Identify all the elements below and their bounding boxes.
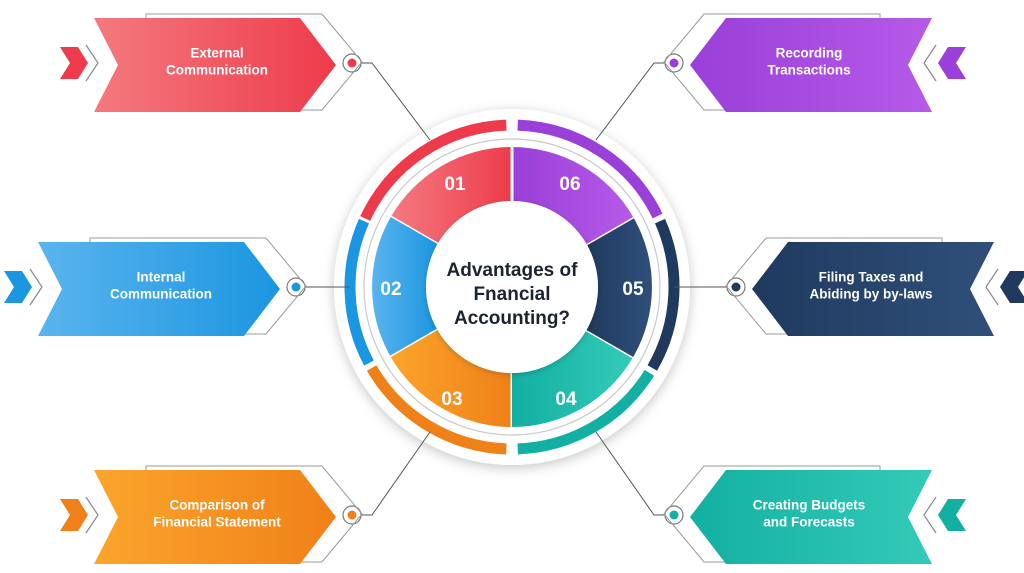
- chevron-icon: [938, 47, 966, 79]
- segment-04: [512, 330, 634, 427]
- card-shape: [752, 242, 994, 336]
- center-title: Advantages of Fnancial Accounting?: [447, 260, 579, 329]
- chevron-icon: [60, 499, 88, 531]
- connector-line: [595, 62, 674, 141]
- cards: ExternalCommunicationInternalCommunicati…: [4, 13, 1024, 564]
- card-label-line: Filing Taxes and: [819, 270, 924, 285]
- card-label-line: Transactions: [767, 63, 850, 78]
- card-04: Creating Budgets and Forecasts: [663, 465, 966, 564]
- chevron-icon: [1000, 271, 1024, 303]
- segment-06: [512, 147, 634, 244]
- center-circle: [426, 201, 598, 373]
- connector-dot-center: [347, 510, 357, 520]
- segment-02: [372, 217, 438, 357]
- chevron-outline-icon: [85, 44, 99, 82]
- chevron-outline-icon: [923, 496, 937, 534]
- connector-lines: [286, 53, 746, 525]
- segment-03: [390, 330, 512, 427]
- outer-arc-01: [360, 119, 507, 221]
- outer-arc-02: [344, 218, 374, 366]
- card-shape: [690, 18, 932, 112]
- card-label-line: External: [190, 46, 243, 61]
- connector-dot-center: [669, 58, 679, 68]
- card-shape: [690, 470, 932, 564]
- segment-ring: 01 02 03 04 05 06: [372, 142, 652, 432]
- thin-ring: [363, 138, 661, 436]
- segment-number-03: 03: [441, 389, 462, 410]
- connector-dot-center: [347, 58, 357, 68]
- connector-dot-center: [291, 282, 301, 292]
- connector-dot-center: [669, 510, 679, 520]
- card-label-line: Creating Budgets: [753, 498, 866, 513]
- segment-05: [586, 217, 652, 357]
- connector-line: [352, 431, 431, 516]
- card-label-line: and Forecasts: [763, 515, 855, 530]
- outer-arc-03: [366, 365, 507, 455]
- card-label-line: Recording: [776, 46, 843, 61]
- card-label-line: Communication: [166, 63, 268, 78]
- card-label-line: Comparison of: [169, 498, 265, 513]
- title-line-2: Fnancial: [473, 284, 550, 305]
- card-shape: [94, 470, 336, 564]
- connector-line: [595, 431, 674, 516]
- card-label-line: Abiding by by-laws: [809, 287, 932, 302]
- chevron-icon: [938, 499, 966, 531]
- outer-ring: [344, 119, 680, 455]
- chevron-outline-icon: [85, 496, 99, 534]
- card-shape: [94, 18, 336, 112]
- segment-01: [390, 147, 512, 244]
- segment-number-05: 05: [622, 279, 644, 300]
- outer-arc-05: [647, 218, 680, 371]
- segment-number-04: 04: [555, 389, 577, 410]
- segment-number-01: 01: [444, 174, 466, 195]
- connector-line: [352, 62, 431, 141]
- chevron-outline-icon: [923, 44, 937, 82]
- chevron-icon: [4, 271, 32, 303]
- chevron-outline-icon: [29, 268, 43, 306]
- chevron-outline-icon: [985, 268, 999, 306]
- outer-arc-04: [517, 369, 655, 455]
- title-line-1: Advantages of: [447, 260, 579, 281]
- card-label-line: Communication: [110, 287, 212, 302]
- outer-arc-06: [517, 119, 663, 219]
- card-label-line: Financial Statement: [153, 515, 281, 530]
- connector-dot-center: [731, 282, 741, 292]
- chevron-icon: [60, 47, 88, 79]
- title-line-3: Accounting?: [454, 308, 570, 329]
- segment-number-06: 06: [559, 174, 580, 195]
- segment-number-02: 02: [380, 279, 401, 300]
- card-03: Comparison of Financial Statement: [60, 465, 363, 564]
- card-label-line: Internal: [137, 270, 186, 285]
- card-shape: [38, 242, 280, 336]
